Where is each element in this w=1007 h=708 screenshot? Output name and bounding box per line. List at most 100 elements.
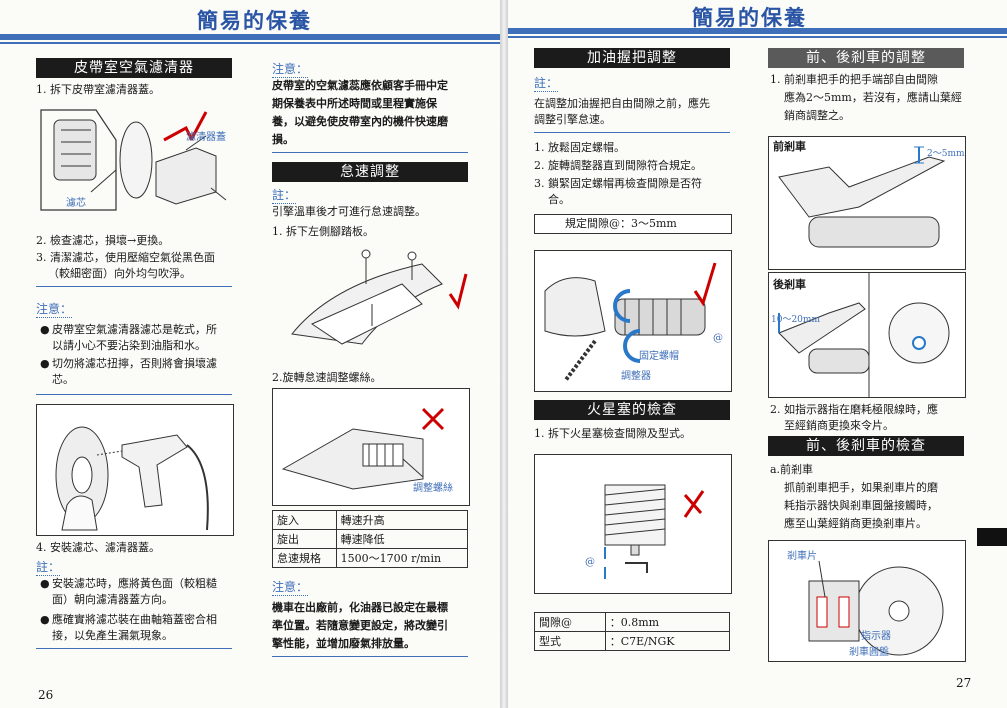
page-header-left: 簡易的保養 (197, 9, 312, 33)
table-cell: 怠速規格 (272, 548, 337, 568)
divider (272, 656, 468, 657)
brake-step1: 銷商調整之。 (784, 109, 850, 122)
header-rule (0, 34, 500, 40)
table-cell: ：C7E/NGK (604, 631, 731, 651)
divider (272, 152, 468, 153)
front-brake-figure: 前剎車 2～5mm (768, 136, 966, 270)
throttle-spec: 規定間隙@：3～5mm (565, 217, 677, 230)
header-rule-thin (508, 36, 1007, 38)
caution-top-label: 注意： (272, 62, 309, 78)
rear-brake-label: 後剎車 (773, 278, 806, 291)
idle-screw-figure: 調整螺絲 (272, 388, 470, 506)
throttle-step3: 3. 鎖緊固定螺帽再檢查間隙是否符 (534, 177, 702, 190)
throttle-diagram (544, 262, 717, 383)
table-cell: 旋入 (272, 510, 337, 530)
throttle-step2: 2. 旋轉調整器直到間隙符合規定。 (534, 159, 702, 172)
divider (36, 648, 232, 649)
table-row: 間隙@ ：0.8mm (534, 612, 731, 632)
table-row: 型式 ：C7E/NGK (534, 631, 731, 651)
throttle-note: 調整引擎怠速。 (534, 113, 611, 126)
note-line: 接，以免產生漏氣現象。 (52, 629, 173, 642)
idle-screw-diagram (281, 407, 445, 490)
idle-caution-line: 準位置。若隨意變更設定，將改變引 (272, 619, 448, 632)
throttle-figure: @ 固定螺帽 調整器 (534, 250, 732, 392)
idle-spec-table: 旋入 轉速升高 旋出 轉速降低 怠速規格 1500～1700 r/min (272, 510, 469, 568)
brake-step2: 2. 如指示器指在磨耗極限線時，應 (770, 403, 938, 416)
book-gutter (500, 0, 508, 708)
table-cell: 型式 (534, 631, 606, 651)
footboard-figure (272, 244, 468, 366)
fig-indicator-label: 指示器 (861, 631, 891, 642)
spark-plug-diagram (604, 484, 705, 579)
idle-caution-line: 機車在出廠前，化油器已設定在最標 (272, 601, 448, 614)
header-rule (508, 28, 1007, 34)
brake-check-line: 應至山葉經銷商更換剎車片。 (784, 517, 927, 530)
fig-nut-label: 固定螺帽 (639, 351, 679, 362)
throttle-step1: 1. 放鬆固定螺帽。 (534, 141, 625, 154)
idle-note: 引擎溫車後才可進行怠速調整。 (272, 205, 426, 218)
header-rule-thin (0, 42, 500, 44)
page-header-right: 簡易的保養 (692, 6, 807, 30)
chapter-tab (977, 528, 1007, 546)
brake-check-title: 前、後剎車的檢查 (768, 436, 964, 456)
fig-adjuster-label: 調整器 (621, 371, 651, 382)
note-line: 面）朝向濾清器蓋方向。 (52, 593, 173, 606)
note-line: 應確實將濾芯裝在曲軸箱蓋密合相 (40, 612, 217, 627)
spark-spec-table: 間隙@ ：0.8mm 型式 ：C7E/NGK (534, 612, 731, 651)
table-row: 怠速規格 1500～1700 r/min (272, 548, 469, 568)
table-row: 旋出 轉速降低 (272, 529, 469, 549)
table-cell: 轉速升高 (335, 510, 469, 530)
air-gun-figure (36, 404, 234, 536)
air-filter-step4: 4. 安裝濾芯、濾清器蓋。 (36, 541, 160, 554)
fig-cover-label: 濾清器蓋 (186, 132, 226, 143)
rear-range-label: 10～20mm (771, 315, 820, 325)
spark-title: 火星塞的檢查 (534, 400, 730, 420)
idle-caution-label: 注意： (272, 580, 309, 596)
idle-title: 怠速調整 (272, 162, 468, 182)
air-filter-step3b: （較細密面）向外均勻吹淨。 (48, 267, 191, 280)
table-cell: 旋出 (272, 529, 337, 549)
brake-step1: 1. 前剎車把手的把手端部自由間隙 (770, 73, 938, 86)
page-number-left: 26 (38, 688, 54, 702)
fig-screw-label: 調整螺絲 (413, 483, 453, 494)
table-cell: 轉速降低 (335, 529, 469, 549)
front-brake-label: 前剎車 (773, 140, 806, 153)
spark-plug-figure: @ (534, 454, 732, 594)
brake-pad-diagram (808, 560, 944, 656)
brake-check-line: 耗指示器快與剎車圓盤接觸時， (784, 499, 938, 512)
air-filter-title: 皮帶室空氣濾清器 (36, 58, 232, 78)
brake-step1: 應為2～5mm，若沒有，應請山葉經 (784, 91, 962, 104)
idle-note-label: 註： (272, 188, 297, 204)
caution-top-line: 損。 (272, 133, 294, 146)
air-filter-step3a: 3. 清潔濾芯，使用壓縮空氣從黑色面 (36, 251, 215, 264)
idle-caution-line: 擎性能，並增加廢氣排放量。 (272, 637, 415, 650)
caution-line: 皮帶室空氣濾清器濾芯是乾式，所 (40, 322, 217, 337)
right-page: 簡易的保養 加油握把調整 註： 在調整加油握把自由間隙之前，應先 調整引擎怠速。… (508, 0, 1007, 708)
fig-disc-label: 剎車圓盤 (849, 647, 889, 658)
caution-line: 以請小心不要沾染到油脂和水。 (52, 339, 206, 352)
throttle-title: 加油握把調整 (534, 48, 730, 68)
table-cell: 1500～1700 r/min (335, 548, 469, 568)
rear-brake-diagram (778, 273, 950, 397)
brake-check-line: 抓前剎車把手，如果剎車片的磨 (784, 481, 938, 494)
brake-adjust-title: 前、後剎車的調整 (768, 48, 964, 68)
air-filter-diagram (40, 109, 227, 211)
idle-step1: 1. 拆下左側腳踏板。 (272, 225, 374, 238)
caution-line: 切勿將濾芯扭擰，否則將會損壞濾 (40, 356, 217, 371)
table-row: 旋入 轉速升高 (272, 510, 469, 530)
page-number-right: 27 (956, 676, 972, 690)
note-label: 註： (36, 560, 61, 576)
footboard-diagram (291, 249, 468, 345)
table-cell: ：0.8mm (604, 612, 731, 632)
throttle-note: 在調整加油握把自由間隙之前，應先 (534, 97, 710, 110)
air-filter-step1: 1. 拆下皮帶室濾清器蓋。 (36, 83, 160, 96)
fig-pad-label: 剎車片 (787, 551, 817, 562)
front-range-label: 2～5mm (927, 149, 965, 159)
left-page: 簡易的保養 皮帶室空氣濾清器 1. 拆下皮帶室濾清器蓋。 濾清器蓋 濾芯 2. … (0, 0, 500, 708)
throttle-spec-box: 規定間隙@：3～5mm (534, 214, 732, 234)
fig-gap-label: @ (585, 557, 595, 568)
idle-step2: 2.旋轉怠速調整螺絲。 (272, 371, 382, 384)
fig-element-label: 濾芯 (66, 198, 86, 209)
air-filter-step2: 2. 檢查濾芯，損壞→更換。 (36, 234, 170, 247)
divider (36, 394, 232, 395)
